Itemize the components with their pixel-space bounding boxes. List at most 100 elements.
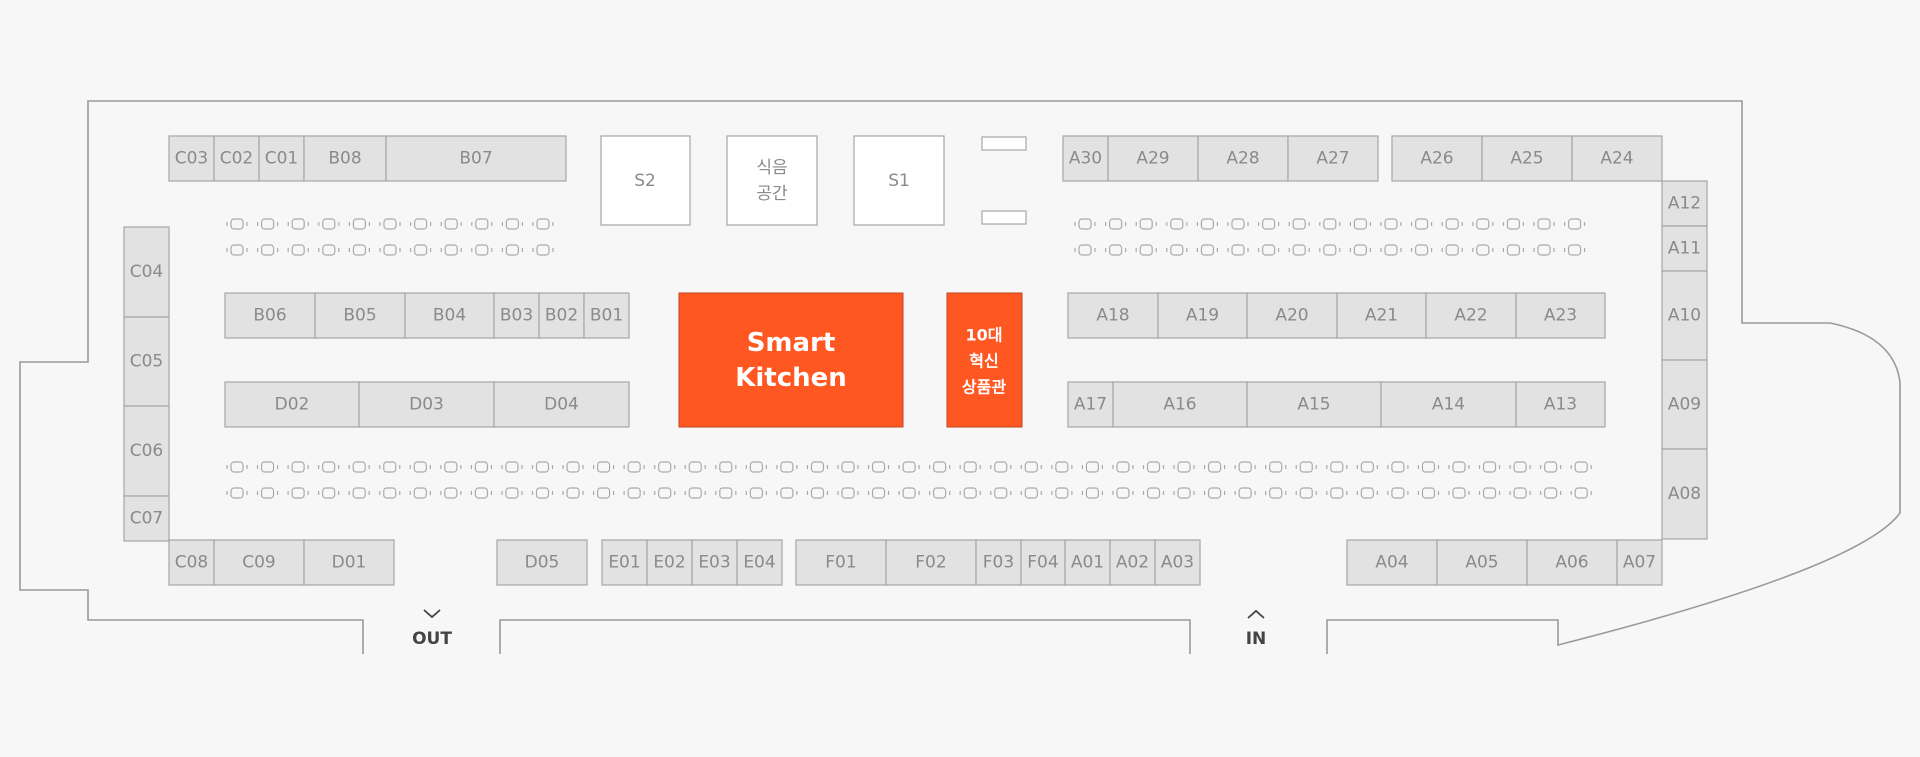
booth-a06[interactable]: A06 [1526, 539, 1618, 586]
booth-label: A01 [1071, 553, 1104, 573]
booth-a20[interactable]: A20 [1246, 292, 1338, 339]
booth-box [224, 381, 360, 428]
booth-c02[interactable]: C02 [213, 135, 260, 182]
booth-c04[interactable]: C04 [123, 226, 170, 318]
booth-f03[interactable]: F03 [975, 539, 1022, 586]
booth-a15[interactable]: A15 [1246, 381, 1382, 428]
booth-f01[interactable]: F01 [795, 539, 887, 586]
booth-a09[interactable]: A09 [1661, 359, 1708, 450]
booth-box [1020, 539, 1066, 586]
booth-a16[interactable]: A16 [1112, 381, 1248, 428]
area-s2[interactable]: S2 [600, 135, 691, 226]
seat-icon [501, 461, 523, 473]
booth-a10[interactable]: A10 [1661, 270, 1708, 361]
seat-icon [1417, 487, 1440, 499]
booth-e01[interactable]: E01 [601, 539, 648, 586]
booth-label: B04 [433, 306, 466, 326]
seat-icon [409, 487, 431, 499]
booth-a22[interactable]: A22 [1425, 292, 1517, 339]
area-food-tasting[interactable]: 식음 공간 [726, 135, 818, 226]
booth-b02[interactable]: B02 [538, 292, 585, 339]
booth-a12[interactable]: A12 [1661, 180, 1708, 227]
booth-b01[interactable]: B01 [583, 292, 630, 339]
booth-a18[interactable]: A18 [1067, 292, 1159, 339]
booth-a07[interactable]: A07 [1616, 539, 1663, 586]
booth-c03[interactable]: C03 [168, 135, 215, 182]
booth-e02[interactable]: E02 [646, 539, 693, 586]
seat-icon [1563, 218, 1586, 230]
booth-e04[interactable]: E04 [736, 539, 783, 586]
booth-b08[interactable]: B08 [303, 135, 387, 182]
booth-a23[interactable]: A23 [1515, 292, 1606, 339]
booth-a01[interactable]: A01 [1064, 539, 1111, 586]
booth-a27[interactable]: A27 [1287, 135, 1379, 182]
booth-box [123, 226, 170, 318]
booth-e03[interactable]: E03 [691, 539, 738, 586]
seat-icon [1417, 461, 1440, 473]
seat-icon [1448, 461, 1470, 473]
booth-a26[interactable]: A26 [1391, 135, 1483, 182]
booth-a04[interactable]: A04 [1346, 539, 1438, 586]
exit-in[interactable]: IN [1246, 609, 1267, 649]
seat-icon [1319, 218, 1341, 230]
booth-a24[interactable]: A24 [1571, 135, 1663, 182]
booth-f04[interactable]: F04 [1020, 539, 1066, 586]
booth-d03[interactable]: D03 [358, 381, 495, 428]
booth-d05[interactable]: D05 [496, 539, 588, 586]
booth-c07[interactable]: C07 [123, 495, 170, 542]
seat-icon [1081, 461, 1104, 473]
booth-b04[interactable]: B04 [404, 292, 495, 339]
seat-icon [623, 461, 645, 473]
booth-a03[interactable]: A03 [1154, 539, 1201, 586]
seat-icon [898, 461, 920, 473]
area-s1[interactable]: S1 [853, 135, 945, 226]
booth-box [1154, 539, 1201, 586]
booth-a21[interactable]: A21 [1336, 292, 1427, 339]
booth-a11[interactable]: A11 [1661, 225, 1708, 272]
booth-label: A29 [1136, 149, 1169, 169]
seat-icon [440, 461, 462, 473]
area-s1-label: S1 [888, 171, 910, 191]
booth-b03[interactable]: B03 [493, 292, 540, 339]
booth-c05[interactable]: C05 [123, 316, 170, 407]
seat-icon [1227, 218, 1249, 230]
zone-innovation-products[interactable]: 10대 혁신 상품관 [946, 292, 1023, 428]
booth-a25[interactable]: A25 [1481, 135, 1573, 182]
booth-f02[interactable]: F02 [885, 539, 977, 586]
booth-c08[interactable]: C08 [168, 539, 215, 586]
booth-a28[interactable]: A28 [1197, 135, 1289, 182]
booth-a14[interactable]: A14 [1380, 381, 1517, 428]
booth-b05[interactable]: B05 [314, 292, 406, 339]
booth-d04[interactable]: D04 [493, 381, 630, 428]
booth-c09[interactable]: C09 [213, 539, 305, 586]
seat-icon [287, 218, 309, 230]
booth-d02[interactable]: D02 [224, 381, 360, 428]
booth-box [1067, 292, 1159, 339]
booth-box [736, 539, 783, 586]
booth-b06[interactable]: B06 [224, 292, 316, 339]
seat-icon [990, 487, 1012, 499]
seat-icon [318, 487, 340, 499]
booth-box [1436, 539, 1528, 586]
seat-icon [684, 487, 706, 499]
booth-b07[interactable]: B07 [385, 135, 567, 182]
booth-a02[interactable]: A02 [1109, 539, 1156, 586]
booth-d01[interactable]: D01 [303, 539, 395, 586]
booth-a17[interactable]: A17 [1067, 381, 1114, 428]
zone-smart-kitchen[interactable]: Smart Kitchen [678, 292, 904, 428]
booth-a30[interactable]: A30 [1062, 135, 1109, 182]
booth-a29[interactable]: A29 [1107, 135, 1199, 182]
seat-icon [531, 461, 554, 473]
booth-a13[interactable]: A13 [1515, 381, 1606, 428]
booth-a19[interactable]: A19 [1157, 292, 1248, 339]
booth-a05[interactable]: A05 [1436, 539, 1528, 586]
booth-c06[interactable]: C06 [123, 405, 170, 497]
seat-icon [287, 461, 309, 473]
booth-c01[interactable]: C01 [258, 135, 305, 182]
booth-box [258, 135, 305, 182]
seat-icon [410, 218, 432, 230]
booth-box [1661, 180, 1708, 227]
exit-out[interactable]: OUT [412, 609, 452, 649]
booth-label: C05 [130, 352, 164, 372]
booth-a08[interactable]: A08 [1661, 448, 1708, 540]
